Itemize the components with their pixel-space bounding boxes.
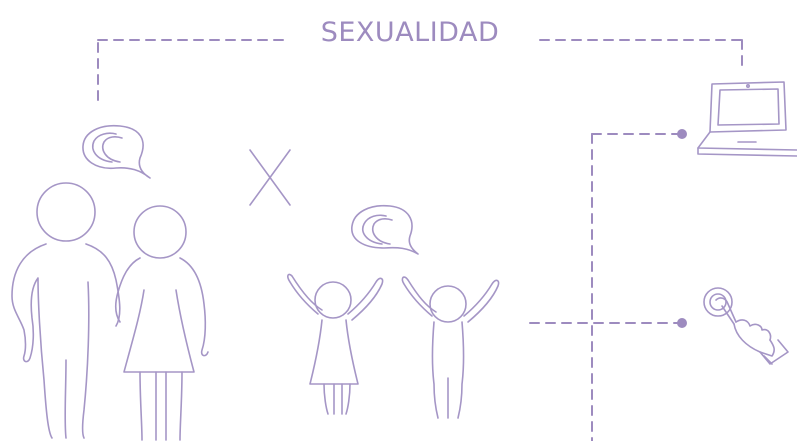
top-connector-line [97, 39, 743, 101]
girl-figure-icon [287, 273, 384, 415]
cross-icon [249, 149, 291, 206]
father-figure-icon [11, 182, 121, 439]
laptop-connector-dot [677, 129, 687, 139]
parents-speech-bubble-icon [82, 124, 151, 179]
mother-figure-icon [115, 205, 209, 441]
children-speech-bubble-icon [351, 204, 419, 255]
boy-figure-icon [401, 276, 500, 419]
touch-connector-dot [677, 318, 687, 328]
laptop-icon [697, 81, 797, 157]
touch-finger-icon [703, 287, 789, 365]
diagram-title: SEXUALIDAD [290, 13, 530, 53]
right-connector-lines [529, 133, 679, 442]
